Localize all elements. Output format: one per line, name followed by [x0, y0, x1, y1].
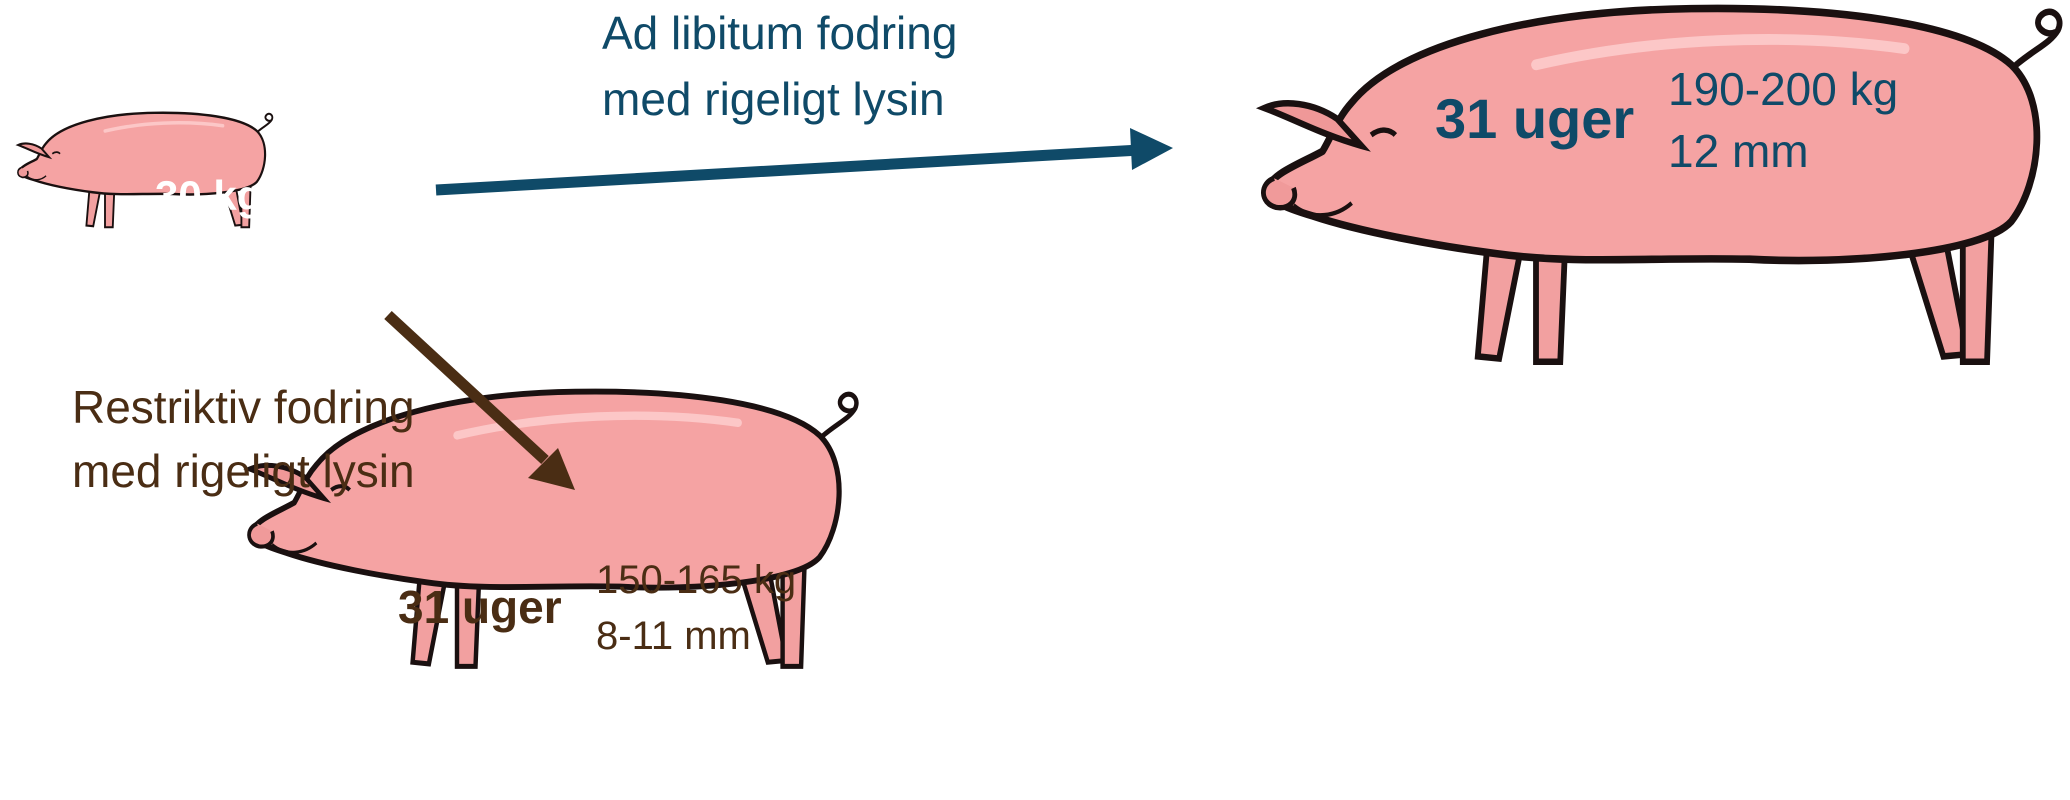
restrictive-backfat-label: 8-11 mm	[596, 614, 751, 659]
ad-libitum-pig-image	[1263, 8, 2059, 361]
restrictive-caption-line1: Restriktiv fodring	[72, 382, 415, 434]
ad-libitum-backfat-label: 12 mm	[1668, 126, 1809, 178]
ad-libitum-arrow	[436, 128, 1173, 190]
ad-libitum-caption-line2: med rigeligt lysin	[602, 74, 945, 126]
ad-libitum-caption-line1: Ad libitum fodring	[602, 8, 957, 60]
start-weight-label: 30 kg	[155, 172, 262, 219]
restrictive-caption-line2: med rigeligt lysin	[72, 446, 415, 498]
restrictive-weight-label: 150-165 kg	[596, 558, 796, 603]
ad-libitum-age-label: 31 uger	[1435, 88, 1634, 151]
restrictive-age-label: 31 uger	[398, 582, 562, 634]
ad-libitum-weight-label: 190-200 kg	[1668, 64, 1898, 116]
